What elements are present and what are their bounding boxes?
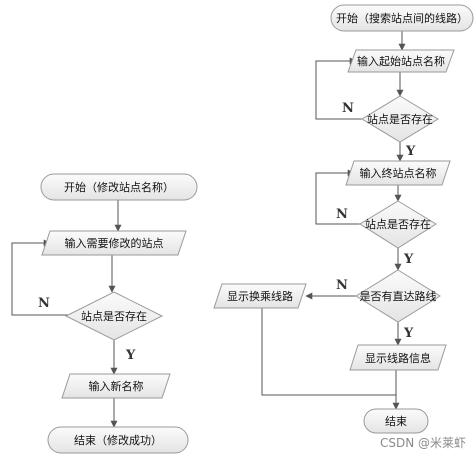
right-label-no-2: N [336,207,348,222]
left-site-exists-diamond [64,291,164,341]
right-start-label: 开始（搜索站点间的线路） [336,11,468,25]
right-show-route-label: 显示线路信息 [365,351,431,365]
right-input-end-label: 输入终站点名称 [360,166,437,180]
right-show-transfer-label: 显示换乘线路 [227,289,293,303]
left-end-label: 结束（修改成功） [74,433,162,447]
right-label-yes-3: Y [403,326,414,341]
left-label-yes: Y [125,348,136,363]
left-start-label: 开始（修改站点名称） [64,180,174,194]
right-edge-no-loop-2 [315,169,360,225]
left-site-exists-label: 站点是否存在 [81,309,147,323]
right-input-start-label: 输入起始站点名称 [357,54,445,68]
left-input-name-parallelogram [61,373,171,399]
right-label-no-1: N [342,101,354,116]
right-show-route-parallelogram [349,344,447,371]
left-input-site-label: 输入需要修改的站点 [65,236,164,250]
right-start-terminator [330,4,474,32]
left-input-name-label: 输入新名称 [89,379,144,393]
right-end-label: 结束 [385,415,407,428]
right-flowchart: 开始（搜索站点间的线路） 输入起始站点名称 站点是否存在 输入终站点名称 站点是… [213,4,474,434]
right-input-end-parallelogram [345,160,451,186]
left-end-terminator [47,426,189,454]
right-start-exists-label: 站点是否存在 [367,112,433,126]
right-end-exists-diamond [359,200,437,249]
right-show-transfer-parallelogram [213,283,307,309]
left-flowchart: 开始（修改站点名称） 输入需要修改的站点 站点是否存在 输入新名称 结束（修改成… [11,173,198,454]
right-end-terminator [363,408,429,434]
watermark: CSDN @米莱虾 [380,436,466,450]
right-edge-no-loop-1 [315,57,362,120]
right-label-yes-1: Y [405,144,416,159]
right-direct-route-label: 是否有直达路线 [360,289,437,303]
left-start-terminator [40,173,198,201]
left-edge-no-loop [11,239,68,316]
right-label-no-3: N [336,278,348,293]
right-input-start-parallelogram [347,49,455,73]
right-direct-route-diamond [355,269,441,323]
left-input-site-parallelogram [41,230,187,256]
right-start-exists-diamond [361,95,439,143]
right-end-exists-label: 站点是否存在 [365,217,431,231]
right-label-yes-2: Y [403,252,414,267]
left-label-no: N [38,296,50,311]
